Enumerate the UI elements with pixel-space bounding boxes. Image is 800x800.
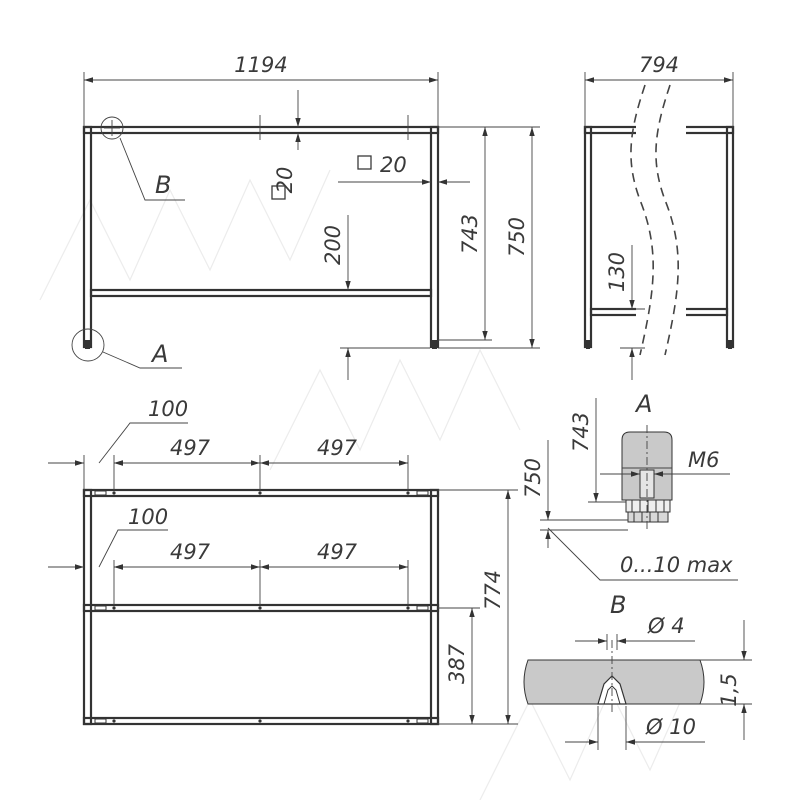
callout-b-label: B (155, 171, 171, 199)
top-view: 100 497 497 100 497 497 774 387 (48, 397, 518, 726)
span-top-2-dimension: 497 (317, 436, 358, 460)
depth-dimension: 794 (639, 53, 679, 77)
leg-foot-body (621, 431, 673, 501)
detail-inner-height: 743 (569, 412, 593, 452)
hole-diameter: Ø 4 (647, 614, 685, 638)
side-shelf-height-dimension: 130 (605, 252, 629, 292)
span-top-1-dimension: 497 (170, 436, 211, 460)
front-view: 1194 20 20 200 743 750 B (71, 53, 540, 380)
callout-a-label: A (150, 340, 168, 368)
shelf-rail (89, 288, 433, 298)
left-leg (82, 125, 93, 349)
span-mid-2-dimension: 497 (317, 540, 358, 564)
adjust-range: 0...10 max (620, 553, 733, 577)
width-dimension: 1194 (234, 53, 287, 77)
left-foot (85, 340, 90, 349)
detail-a-label: A (634, 390, 652, 418)
top-rail (82, 125, 440, 135)
plate-thickness: 1,5 (717, 673, 741, 706)
right-foot (432, 340, 437, 349)
right-leg (429, 125, 440, 349)
profile-top-dimension: 20 (273, 167, 297, 194)
detail-b-label: B (610, 591, 626, 619)
profile-side-dimension: 20 (380, 153, 407, 177)
watermark (39, 169, 691, 800)
total-height-dimension: 750 (505, 217, 529, 257)
shelf-height-dimension: 200 (321, 225, 345, 265)
head-diameter: Ø 10 (645, 715, 696, 739)
span-mid-1-dimension: 497 (170, 540, 211, 564)
detail-a: A M6 743 750 0...10 max (521, 390, 738, 581)
square-profile-icon (271, 185, 286, 200)
thread-size: M6 (688, 448, 719, 472)
half-depth-dimension: 387 (445, 643, 469, 684)
side-view: 794 130 (583, 53, 735, 380)
offset-mid-dimension: 100 (128, 505, 168, 529)
top-depth-dimension: 774 (481, 570, 505, 610)
inner-height-dimension: 743 (458, 214, 482, 254)
detail-total-height: 750 (521, 458, 545, 498)
square-profile-icon-2 (357, 155, 372, 170)
offset-top-dimension: 100 (148, 397, 188, 421)
detail-b: B Ø 4 Ø 10 1,5 (523, 591, 752, 750)
